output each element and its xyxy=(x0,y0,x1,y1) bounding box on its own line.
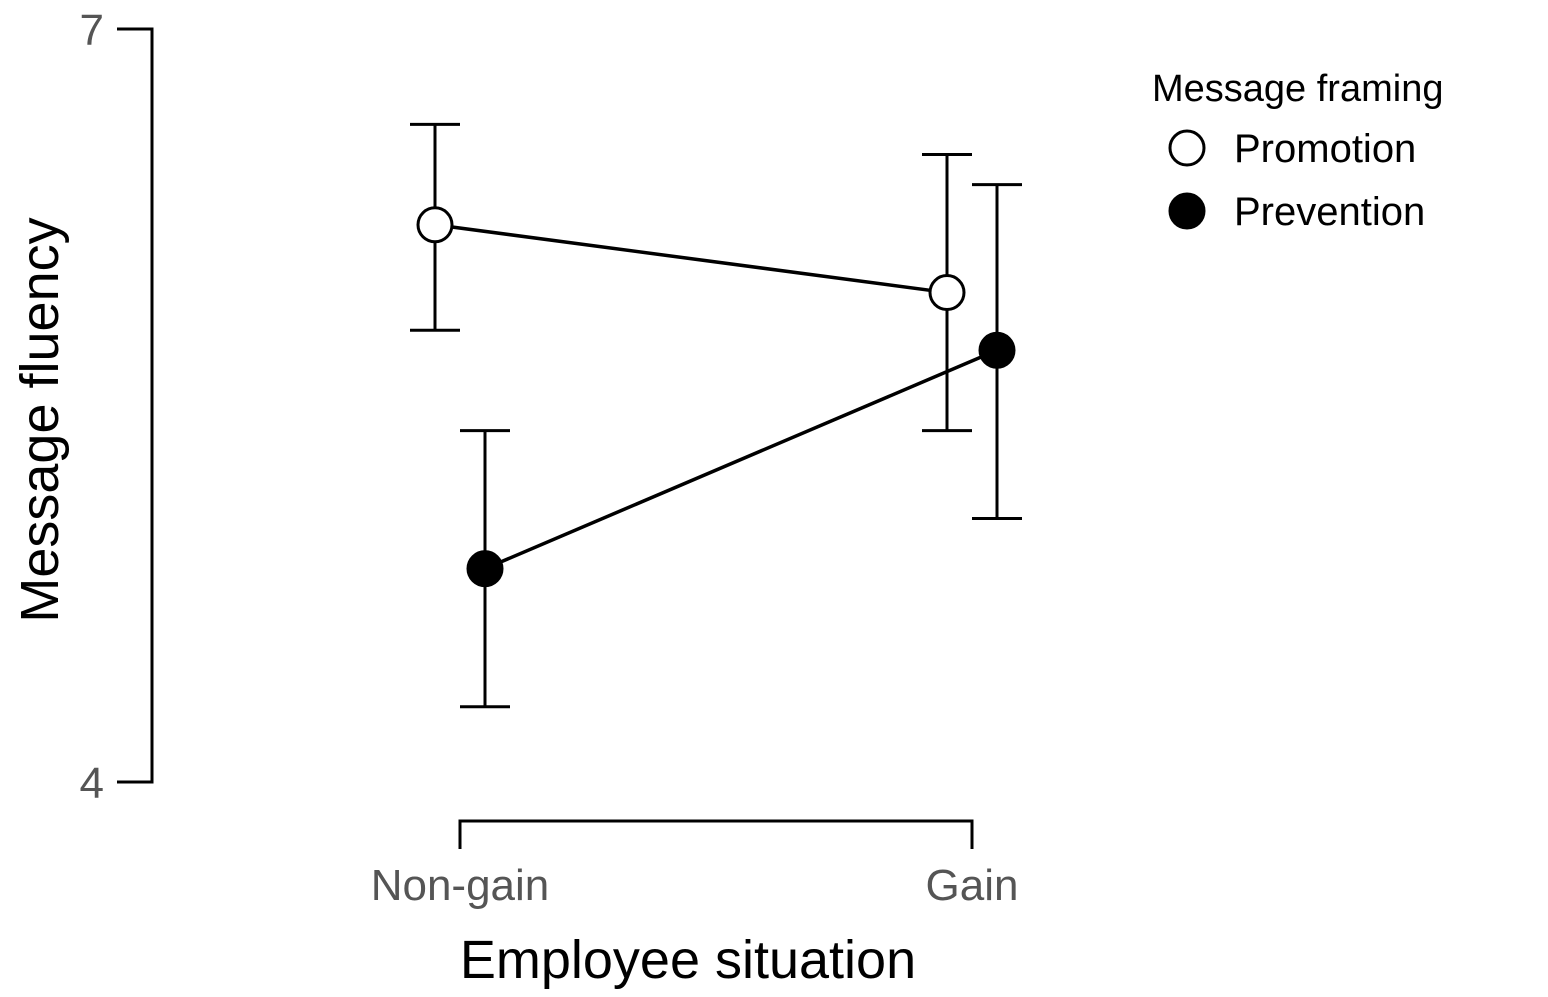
data-point xyxy=(416,206,454,244)
data-point xyxy=(978,331,1016,369)
series-line xyxy=(434,223,948,295)
y-axis-title: Message fluency xyxy=(10,217,70,622)
x-tick-label: Non-gain xyxy=(371,861,550,910)
legend-label-promotion: Promotion xyxy=(1234,127,1416,171)
data-point xyxy=(928,274,966,312)
series-line xyxy=(484,348,998,571)
legend-title: Message framing xyxy=(1152,68,1443,110)
data-point xyxy=(466,550,504,588)
x-axis-title: Employee situation xyxy=(460,930,916,990)
legend-label-prevention: Prevention xyxy=(1234,190,1425,234)
series-promotion xyxy=(410,122,972,433)
y-axis-line xyxy=(117,27,154,784)
legend-marker-prevention xyxy=(1168,192,1206,230)
y-tick-label: 7 xyxy=(80,6,104,55)
x-tick-label: Gain xyxy=(926,861,1019,910)
legend-marker-promotion xyxy=(1168,129,1206,167)
x-axis-line xyxy=(458,819,974,849)
series-prevention xyxy=(460,183,1022,709)
y-tick-label: 4 xyxy=(80,759,104,808)
